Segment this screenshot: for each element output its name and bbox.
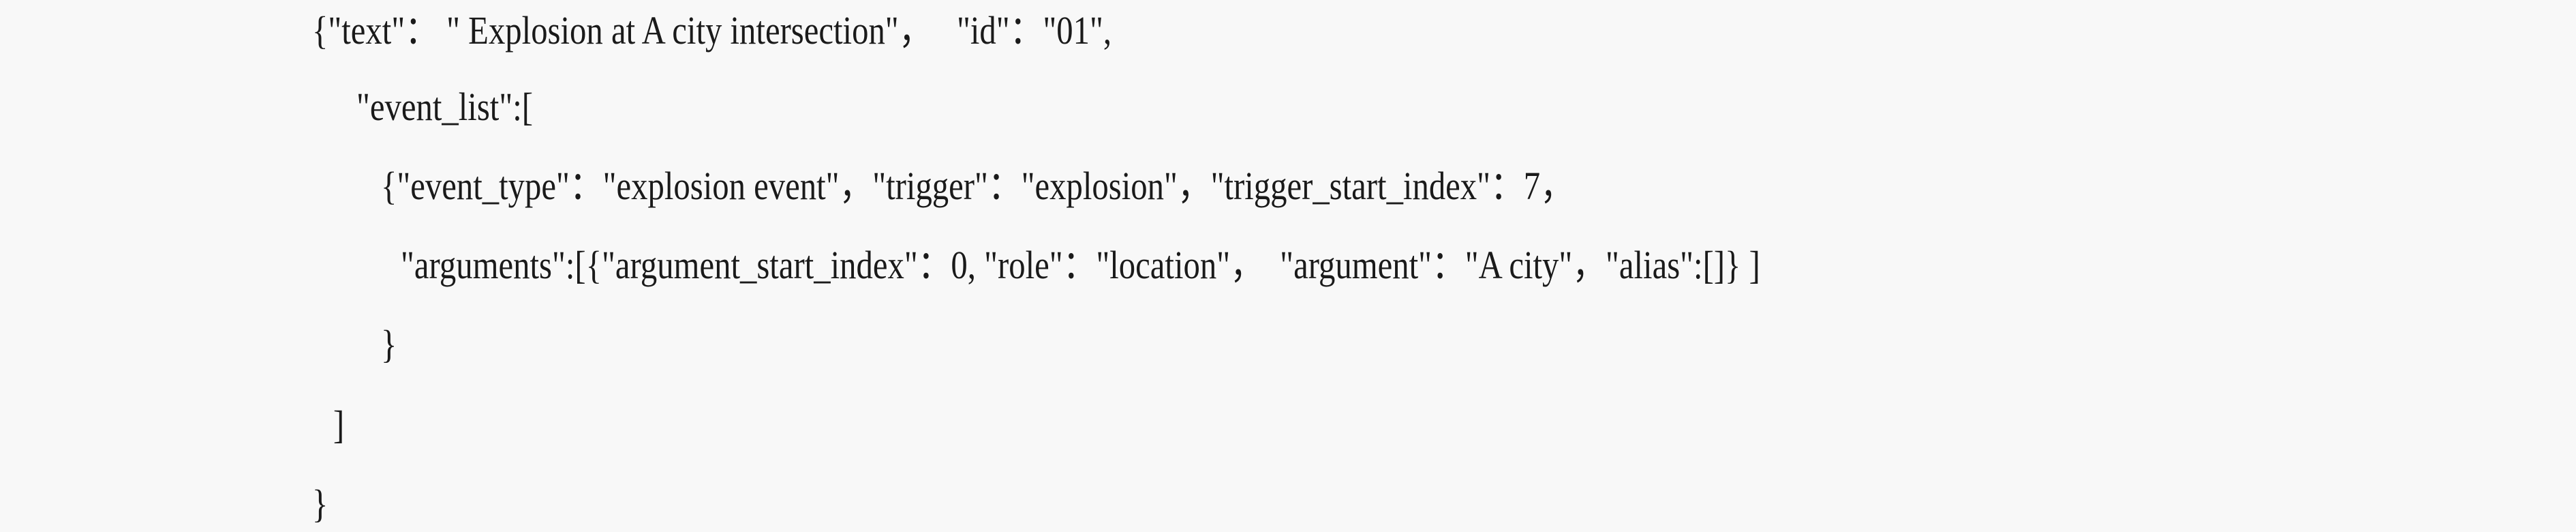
code-line-root-close: } — [312, 482, 328, 526]
code-line-event-close: } — [381, 322, 397, 366]
code-line-event-list: "event_list":[ — [356, 85, 533, 129]
code-line-list-close: ] — [333, 402, 345, 447]
code-line-event: {"event_type"："explosion event"，"trigger… — [381, 164, 1574, 208]
code-line-root-open: {"text"： " Explosion at A city intersect… — [312, 8, 1112, 53]
code-line-arguments: "arguments":[{"argument_start_index"：0, … — [401, 243, 1760, 287]
